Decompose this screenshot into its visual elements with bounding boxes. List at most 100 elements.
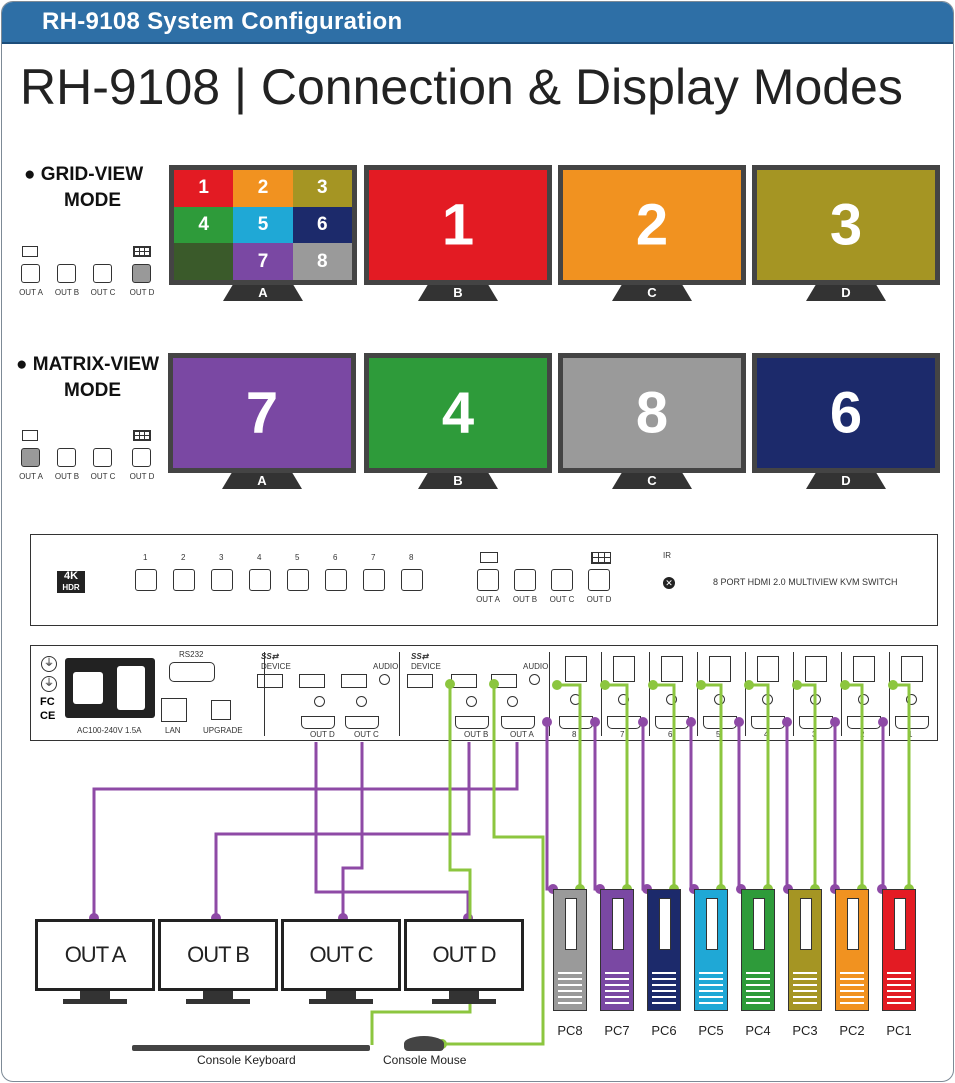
usb-b-port-8[interactable] — [565, 656, 587, 682]
hdmi-in-1[interactable] — [895, 716, 929, 729]
drive-bay — [894, 898, 906, 950]
vent — [887, 1002, 911, 1004]
lan-port[interactable] — [161, 698, 187, 722]
port-button-7[interactable] — [363, 569, 385, 591]
vent — [558, 996, 582, 998]
front-out-button-a[interactable] — [477, 569, 499, 591]
screen-number: 2 — [635, 192, 669, 258]
out-button-b[interactable] — [57, 264, 76, 283]
output-monitor-a: OUT A — [35, 919, 155, 1005]
out-button-b[interactable] — [57, 448, 76, 467]
monitor-base — [309, 999, 373, 1004]
usb-b-port-3[interactable] — [805, 656, 827, 682]
keyboard-usb-port[interactable] — [299, 674, 325, 688]
out-button-label: OUT C — [90, 288, 116, 297]
vent — [699, 996, 723, 998]
vent — [558, 972, 582, 974]
mouse-usb-port[interactable] — [341, 674, 367, 688]
device-usb-port[interactable] — [407, 674, 433, 688]
vent — [746, 996, 770, 998]
usb-b-port-4[interactable] — [757, 656, 779, 682]
header-title: RH-9108 System Configuration — [42, 8, 403, 35]
cable — [593, 722, 600, 891]
usb-b-port-5[interactable] — [709, 656, 731, 682]
front-out-button-b[interactable] — [514, 569, 536, 591]
ground-icon: ⏚ — [41, 656, 57, 672]
out-button-d[interactable] — [132, 448, 151, 467]
port-button-4[interactable] — [249, 569, 271, 591]
monitor-stand: B — [418, 285, 498, 301]
vent — [840, 984, 864, 986]
usb-b-port-1[interactable] — [901, 656, 923, 682]
led[interactable] — [507, 696, 518, 707]
monitor-screen: 2 — [558, 165, 746, 285]
port-button-5[interactable] — [287, 569, 309, 591]
usb-b-port-7[interactable] — [613, 656, 635, 682]
led[interactable] — [314, 696, 325, 707]
audio-jack[interactable] — [379, 674, 390, 685]
device-usb-port[interactable] — [257, 674, 283, 688]
ce-mark: CE — [40, 710, 56, 722]
hdmi-out-c[interactable] — [345, 716, 379, 729]
led[interactable] — [356, 696, 367, 707]
stand-label: C — [647, 285, 657, 300]
vent — [840, 996, 864, 998]
hdmi-out-a[interactable] — [501, 716, 535, 729]
screen-number: 1 — [441, 192, 475, 258]
vent — [652, 996, 676, 998]
grid-mode-label: ● GRID-VIEW MODE — [24, 162, 143, 214]
port-number: 6 — [333, 553, 338, 562]
cable-end — [830, 717, 840, 727]
console-mouse[interactable] — [404, 1036, 444, 1051]
usb-b-port-6[interactable] — [661, 656, 683, 682]
out-button-a[interactable] — [21, 448, 40, 467]
port-button-1[interactable] — [135, 569, 157, 591]
led[interactable] — [666, 694, 677, 705]
out-button-d[interactable] — [132, 264, 151, 283]
monitor-stand: A — [222, 473, 302, 489]
port-button-6[interactable] — [325, 569, 347, 591]
audio-jack[interactable] — [529, 674, 540, 685]
led[interactable] — [466, 696, 477, 707]
cable — [893, 683, 911, 889]
port-button-3[interactable] — [211, 569, 233, 591]
cable-end — [782, 717, 792, 727]
out-button-c[interactable] — [93, 448, 112, 467]
cable-end — [686, 717, 696, 727]
vent — [652, 984, 676, 986]
cable — [785, 722, 789, 891]
stand-label: D — [841, 473, 851, 488]
usb-b-port-2[interactable] — [853, 656, 875, 682]
power-rating: AC100-240V 1.5A — [77, 726, 142, 735]
cable-end — [542, 717, 552, 727]
led[interactable] — [906, 694, 917, 705]
front-out-label: OUT A — [476, 595, 500, 604]
pc-port-number: 7 — [620, 730, 625, 739]
hdmi-out-d[interactable] — [301, 716, 335, 729]
out-button-c[interactable] — [93, 264, 112, 283]
output-monitor-screen: OUT C — [281, 919, 401, 991]
front-out-button-c[interactable] — [551, 569, 573, 591]
rs232-port[interactable] — [169, 662, 215, 682]
vent — [605, 984, 629, 986]
upgrade-port[interactable] — [211, 700, 231, 720]
out-button-a[interactable] — [21, 264, 40, 283]
console-mouse-label: Console Mouse — [383, 1053, 467, 1067]
hdmi-out-b[interactable] — [455, 716, 489, 729]
ir-label: IR — [663, 551, 671, 560]
monitor-screen: 8 — [558, 353, 746, 473]
port-button-8[interactable] — [401, 569, 423, 591]
output-monitor-screen: OUT B — [158, 919, 278, 991]
port-button-2[interactable] — [173, 569, 195, 591]
matrix-mode-label: ● MATRIX-VIEW MODE — [16, 352, 159, 404]
cable — [545, 722, 553, 891]
pc-port-number: 4 — [764, 730, 769, 739]
divider — [793, 652, 794, 736]
vent — [699, 1002, 723, 1004]
vent — [887, 972, 911, 974]
vent — [699, 990, 723, 992]
front-out-button-d[interactable] — [588, 569, 610, 591]
console-keyboard[interactable] — [132, 1045, 370, 1051]
